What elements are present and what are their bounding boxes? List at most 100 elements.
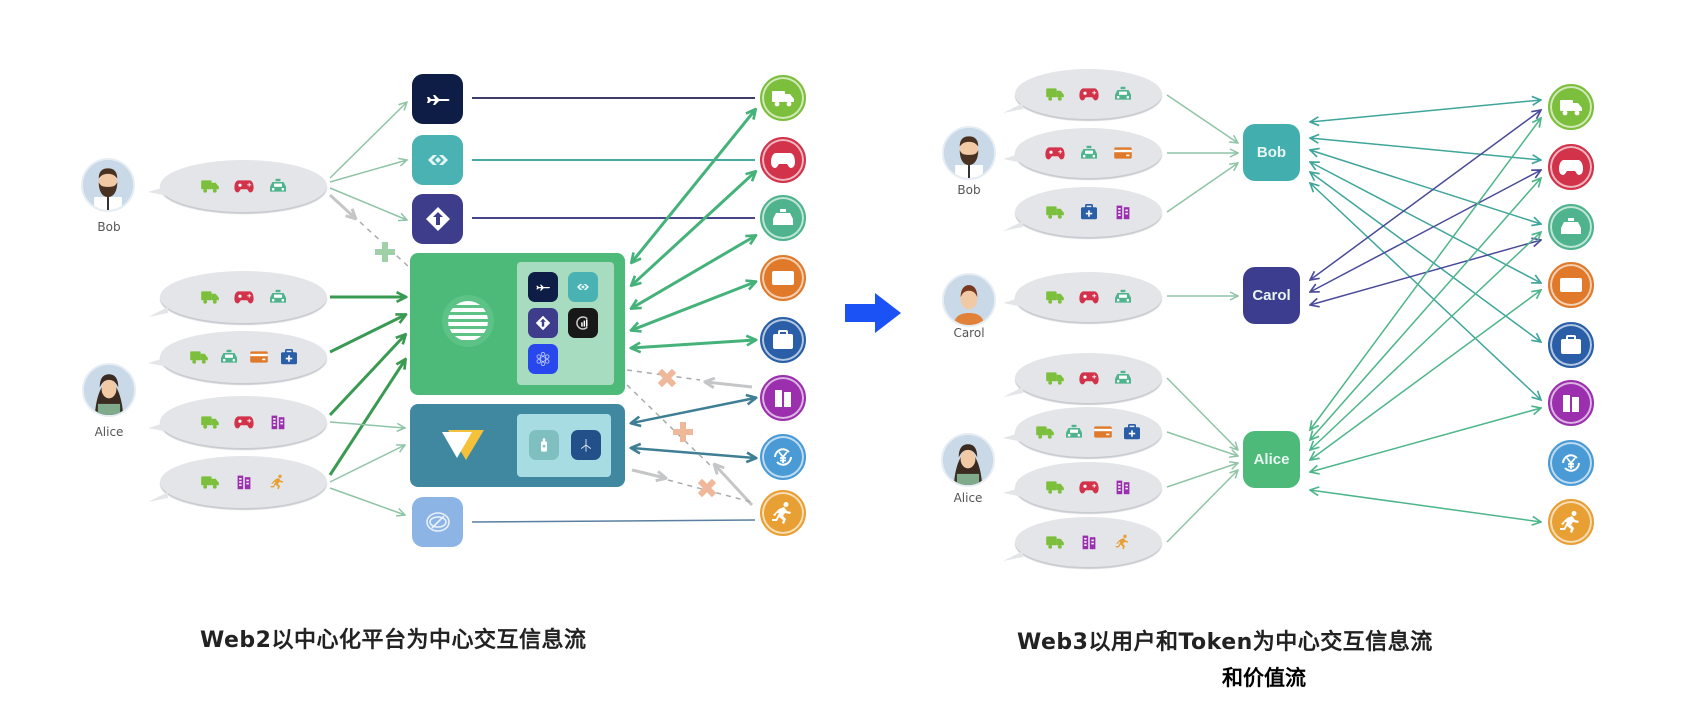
taxi-service-icon[interactable] bbox=[760, 195, 806, 241]
game-icon bbox=[1079, 289, 1099, 305]
game-service-icon[interactable] bbox=[1548, 144, 1594, 190]
yuan-service-icon[interactable] bbox=[760, 434, 806, 480]
card-service-icon[interactable] bbox=[760, 255, 806, 301]
exchange-app-icon[interactable] bbox=[412, 135, 463, 185]
flow-arrow bbox=[1166, 163, 1238, 213]
taxi-icon bbox=[1064, 424, 1084, 440]
truck-service-icon[interactable] bbox=[1548, 84, 1594, 130]
centralized-platform-blue[interactable] bbox=[410, 404, 625, 487]
run-service-icon[interactable] bbox=[1548, 499, 1594, 545]
medical-service-icon[interactable] bbox=[1548, 322, 1594, 368]
bob-bubble bbox=[1015, 187, 1162, 237]
alice-avatar bbox=[941, 433, 995, 487]
blocked-cross-icon bbox=[375, 242, 395, 262]
bob-bubble bbox=[1015, 128, 1162, 178]
taxi-service-icon[interactable] bbox=[1548, 204, 1594, 250]
building-service-icon[interactable] bbox=[1548, 380, 1594, 426]
flow-arrow bbox=[328, 335, 405, 417]
alice-bubble bbox=[1015, 407, 1162, 457]
carol-avatar bbox=[942, 273, 996, 327]
flow-arrow bbox=[1166, 463, 1238, 488]
direction-app-icon[interactable] bbox=[528, 308, 558, 338]
platform-app-panel bbox=[517, 414, 611, 477]
building-icon bbox=[268, 414, 288, 430]
truck-icon bbox=[1045, 289, 1065, 305]
alice-avatar bbox=[82, 363, 136, 417]
card-icon bbox=[1113, 145, 1133, 161]
molecule-app-icon[interactable] bbox=[528, 344, 558, 374]
yuan-service-icon[interactable] bbox=[1548, 440, 1594, 486]
blocked-cross-icon bbox=[697, 478, 717, 498]
carol-label: Carol bbox=[953, 326, 985, 340]
blocked-arrow bbox=[715, 465, 754, 507]
alice-bubble bbox=[160, 396, 327, 448]
taxi-icon bbox=[1079, 145, 1099, 161]
card-service-icon[interactable] bbox=[1548, 262, 1594, 308]
truck-icon bbox=[1045, 370, 1065, 386]
truck-icon bbox=[1045, 479, 1065, 495]
flow-arrow bbox=[329, 315, 405, 354]
truck-icon bbox=[1035, 424, 1055, 440]
run-service-icon[interactable] bbox=[760, 490, 806, 536]
game-service-icon[interactable] bbox=[760, 137, 806, 183]
truck-icon bbox=[200, 474, 220, 490]
flow-arrow bbox=[329, 187, 407, 220]
bob-token-box[interactable]: Bob bbox=[1243, 124, 1300, 181]
flow-arrow bbox=[329, 421, 405, 428]
right-arrow-icon bbox=[845, 293, 901, 333]
medical-icon bbox=[1079, 204, 1099, 220]
web3-caption-line2: 和价值流 bbox=[1222, 666, 1306, 690]
game-icon bbox=[234, 178, 254, 194]
truck-service-icon[interactable] bbox=[760, 75, 806, 121]
blocked-path bbox=[626, 369, 701, 381]
run-icon bbox=[268, 474, 288, 490]
bob-bubble bbox=[160, 160, 327, 212]
windmill-app-icon[interactable] bbox=[571, 430, 601, 460]
truck-icon bbox=[189, 349, 209, 365]
game-icon bbox=[234, 289, 254, 305]
bob-avatar bbox=[81, 158, 135, 212]
flow-arrow bbox=[329, 160, 407, 183]
centralized-platform-green[interactable] bbox=[410, 253, 625, 395]
building-service-icon[interactable] bbox=[760, 375, 806, 421]
game-icon bbox=[1079, 370, 1099, 386]
truck-icon bbox=[1045, 204, 1065, 220]
blocked-path bbox=[626, 384, 713, 468]
building-icon bbox=[1079, 534, 1099, 550]
direction-app-icon[interactable] bbox=[412, 194, 463, 244]
chart-app-icon[interactable] bbox=[568, 308, 598, 338]
building-icon bbox=[1113, 479, 1133, 495]
bob-label: Bob bbox=[97, 220, 121, 234]
card-icon bbox=[1093, 424, 1113, 440]
bottle-app-icon[interactable] bbox=[529, 430, 559, 460]
bob-bubble bbox=[1015, 69, 1162, 119]
building-icon bbox=[1113, 204, 1133, 220]
taxi-icon bbox=[1113, 370, 1133, 386]
taxi-icon bbox=[268, 289, 288, 305]
web2-caption: Web2以中心化平台为中心交互信息流 bbox=[200, 628, 587, 653]
value-flow-arrow bbox=[1310, 240, 1541, 305]
platform-service-arrow bbox=[632, 236, 755, 308]
taxi-icon bbox=[219, 349, 239, 365]
ring-app-icon[interactable] bbox=[412, 497, 463, 547]
platform-service-arrow bbox=[632, 448, 755, 458]
truck-icon bbox=[1045, 534, 1065, 550]
medical-service-icon[interactable] bbox=[760, 317, 806, 363]
exchange-app-icon[interactable] bbox=[568, 272, 598, 302]
plane-app-icon[interactable] bbox=[528, 272, 558, 302]
value-flow-arrow bbox=[1310, 408, 1541, 472]
carol-token-box[interactable]: Carol bbox=[1243, 267, 1300, 324]
flow-arrow bbox=[329, 445, 405, 483]
value-flow-arrow bbox=[1310, 110, 1541, 280]
blocked-cross-icon bbox=[657, 368, 677, 388]
value-flow-arrow bbox=[1310, 100, 1541, 122]
flow-arrow bbox=[329, 487, 405, 515]
alice-token-box[interactable]: Alice bbox=[1243, 431, 1300, 488]
alice-label: Alice bbox=[94, 425, 124, 439]
triangle-logo-icon bbox=[442, 430, 484, 460]
building-icon bbox=[234, 474, 254, 490]
value-flow-arrow bbox=[1310, 290, 1541, 460]
flow-arrow bbox=[328, 360, 405, 476]
plane-app-icon[interactable] bbox=[412, 74, 463, 124]
